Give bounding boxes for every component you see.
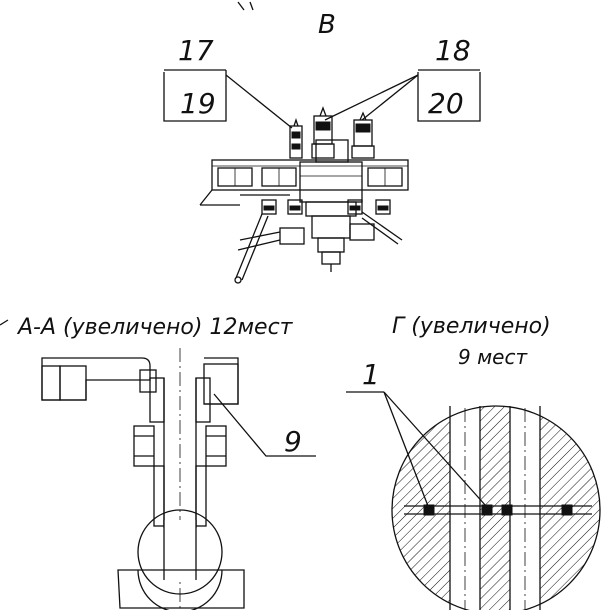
callout-box-20 — [417, 72, 481, 122]
leader-18-a — [324, 74, 419, 121]
lower-fittings — [234, 199, 403, 284]
section-aa-title: А-А (увеличено) 12мест — [16, 315, 294, 340]
callout-box-19 — [163, 70, 227, 122]
view-g-title: Г (увеличено) — [392, 314, 551, 339]
flange-left-hatch — [41, 365, 61, 401]
callout-17: 17 — [178, 34, 214, 67]
leader-1-b — [383, 391, 487, 507]
leader-9 — [213, 393, 316, 457]
cut-line-fragment — [237, 1, 254, 11]
seat-block — [117, 569, 245, 609]
tube-wall-left — [149, 377, 165, 423]
ball-joint — [137, 509, 223, 595]
view-b-letter: В — [318, 10, 336, 40]
platform-frame — [199, 139, 409, 217]
leader-1-a — [383, 391, 429, 507]
tube-wall-right — [195, 377, 211, 423]
view-g: Г (увеличено) 9 мест 1 — [346, 314, 601, 610]
valve-assembly — [289, 106, 375, 159]
seal-3 — [501, 504, 513, 516]
view-b: В 17 19 18 20 — [163, 1, 481, 284]
nut-right — [205, 425, 227, 467]
callout-1: 1 — [362, 358, 380, 391]
leader-18-b — [361, 74, 419, 121]
nut-left — [133, 425, 155, 467]
callout-20: 20 — [428, 87, 464, 120]
section-arrow-fragment — [0, 319, 9, 326]
seal-1 — [423, 504, 435, 516]
callout-18: 18 — [435, 34, 471, 67]
seal-4 — [561, 504, 573, 516]
callout-19: 19 — [180, 87, 216, 120]
flange-outline — [41, 357, 151, 401]
leader-17-19 — [225, 74, 293, 129]
callout-9: 9 — [284, 425, 302, 458]
section-a-a: А-А (увеличено) 12мест 9 — [0, 315, 316, 610]
view-g-subtitle: 9 мест — [458, 345, 528, 369]
detail-circle — [391, 405, 601, 610]
seal-2 — [481, 504, 493, 516]
flange-right-hatch — [203, 363, 239, 405]
